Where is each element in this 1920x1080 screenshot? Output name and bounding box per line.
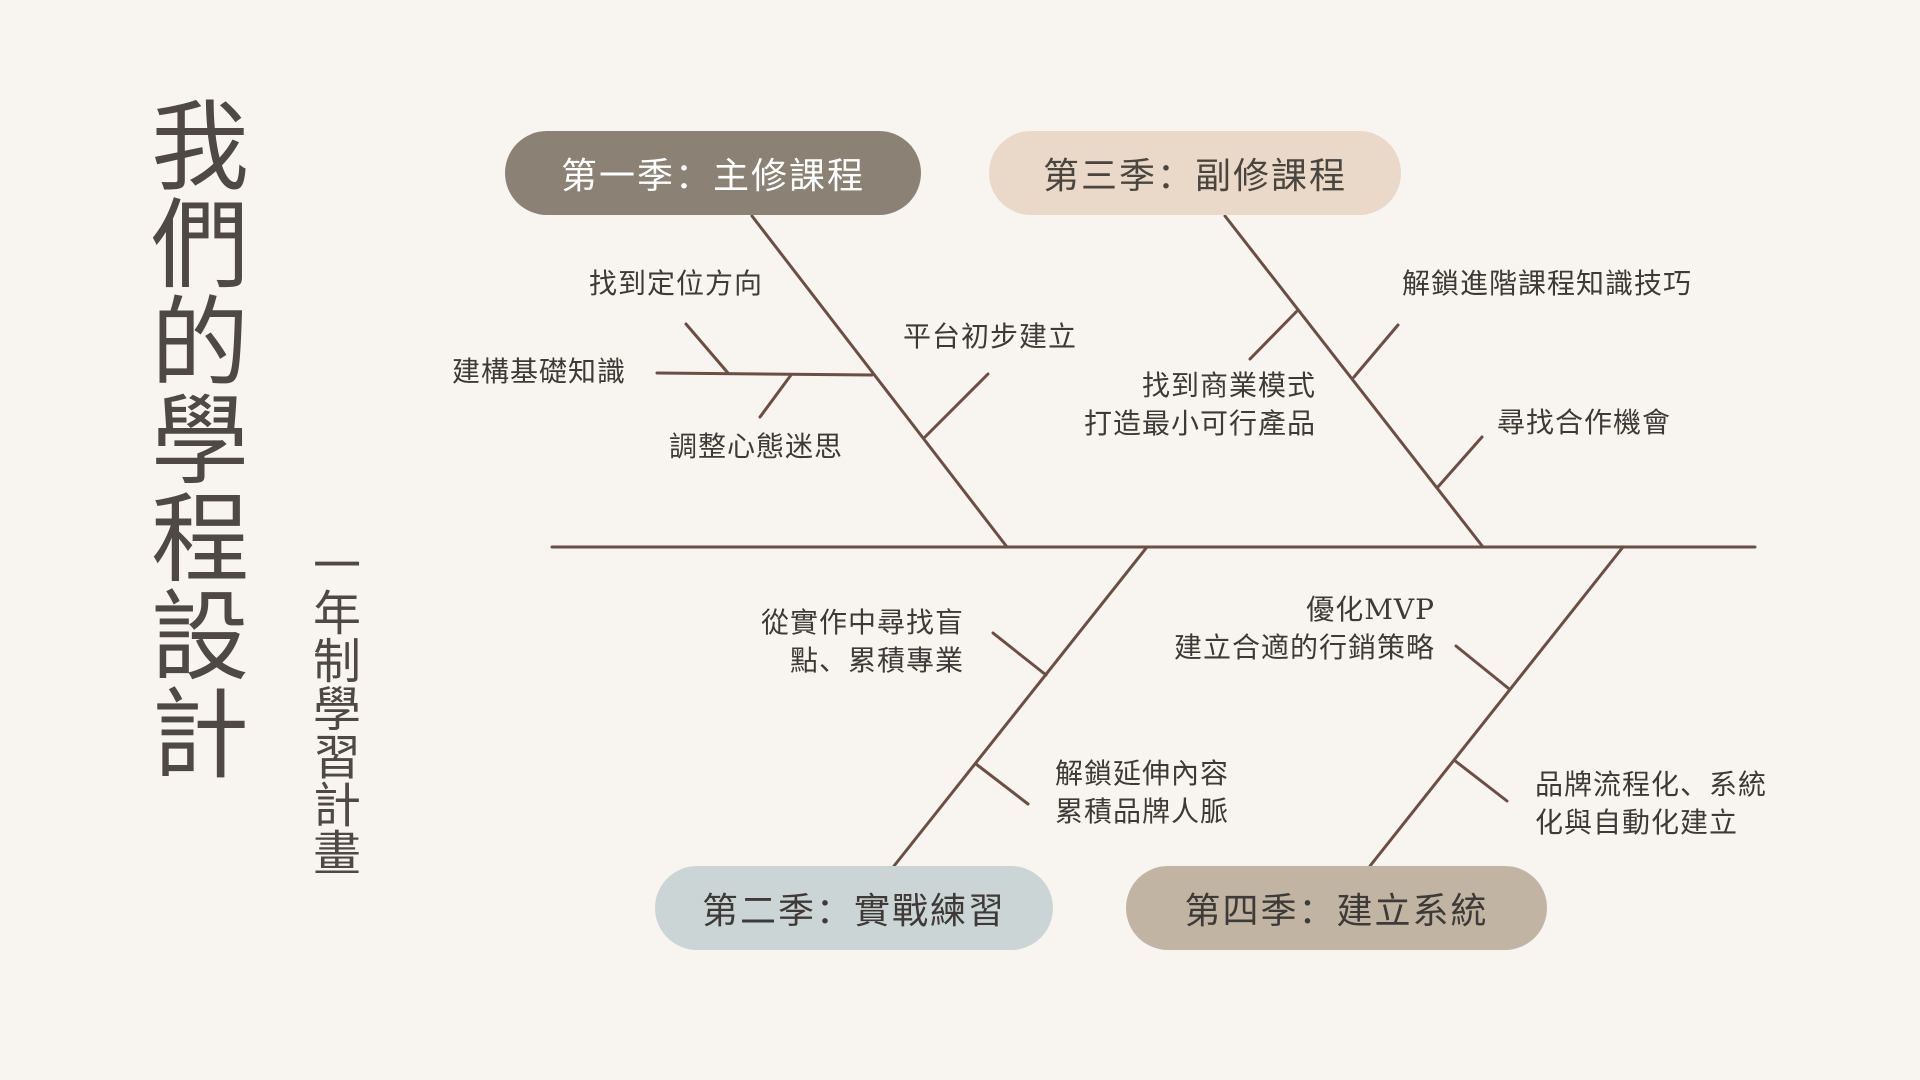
q3-bone <box>1223 214 1485 549</box>
label-direction: 找到定位方向 <box>589 267 764 300</box>
label-system: 品牌流程化、系統 化與自動化建立 <box>1535 768 1768 839</box>
q3-pill: 第三季：副修課程 <box>989 131 1401 215</box>
label-practice: 從實作中尋找盲 點、累積專業 <box>760 606 964 677</box>
label-platform: 平台初步建立 <box>903 320 1078 353</box>
q4-pill: 第四季：建立系統 <box>1126 866 1547 950</box>
q1-sub-branch <box>655 371 874 377</box>
q1-twig-direction <box>684 322 730 375</box>
q4-bone <box>1368 545 1625 868</box>
q2-pill: 第二季：實戰練習 <box>655 866 1053 950</box>
label-mvp: 優化MVP 建立合適的行銷策略 <box>1173 593 1435 664</box>
q3-twig-partner <box>1435 435 1484 490</box>
q1-bone <box>750 214 1009 549</box>
q2-twig-practice <box>991 631 1048 677</box>
q4-twig-mvp <box>1454 644 1510 690</box>
subtitle: 一年制學習計畫 <box>304 540 360 876</box>
q2-label: 第二季：實戰練習 <box>701 891 1006 932</box>
q1-twig-mindset <box>758 373 793 419</box>
label-business: 找到商業模式 打造最小可行產品 <box>1083 369 1316 440</box>
q2-twig-extend <box>974 762 1030 806</box>
label-advanced: 解鎖進階課程知識技巧 <box>1402 267 1693 300</box>
q4-label: 第四季：建立系統 <box>1184 891 1489 932</box>
label-foundation: 建構基礎知識 <box>452 355 627 388</box>
q4-twig-system <box>1452 758 1509 803</box>
q1-label: 第一季：主修課程 <box>560 156 865 197</box>
main-title: 我們的學程設計 <box>134 95 248 781</box>
q1-twig-platform <box>923 372 990 439</box>
q3-twig-business <box>1248 308 1300 361</box>
q3-label: 第三季：副修課程 <box>1042 156 1347 197</box>
label-partner: 尋找合作機會 <box>1497 406 1672 439</box>
label-mindset: 調整心態迷思 <box>669 430 844 463</box>
q1-pill: 第一季：主修課程 <box>505 131 921 215</box>
q2-bone <box>892 545 1149 868</box>
label-extend: 解鎖延伸內容 累積品牌人脈 <box>1055 757 1230 828</box>
q3-twig-advanced <box>1352 323 1400 379</box>
